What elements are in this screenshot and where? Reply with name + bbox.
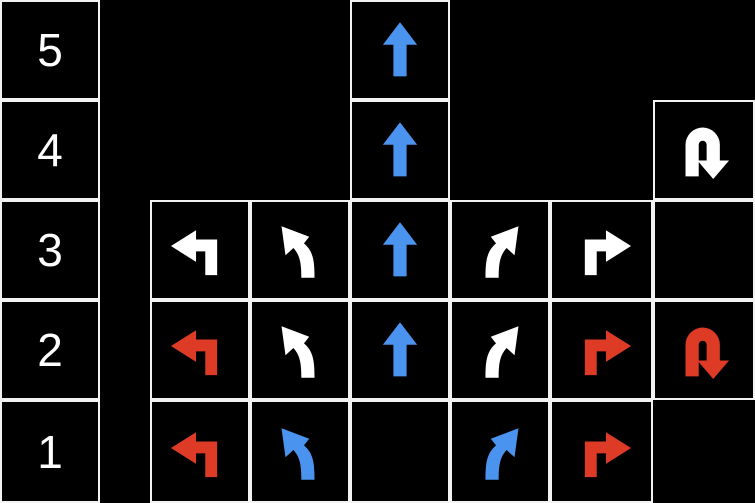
grid-cell-r2-c5[interactable] bbox=[550, 300, 653, 400]
arrow-slight-right-icon bbox=[467, 217, 533, 283]
grid-cell-r4-c6[interactable] bbox=[653, 100, 755, 200]
grid-cell-r3-c3[interactable] bbox=[350, 200, 450, 300]
arrow-straight-icon bbox=[367, 217, 433, 283]
grid-cell-r1-c1[interactable] bbox=[150, 400, 250, 503]
grid-cell-r3-c5[interactable] bbox=[550, 200, 653, 300]
arrow-slight-left-icon bbox=[267, 317, 333, 383]
arrow-straight-icon bbox=[367, 117, 433, 183]
grid-cell-r1-c2[interactable] bbox=[250, 400, 350, 503]
row-label-2: 2 bbox=[0, 300, 100, 400]
grid-cell-r2-c4[interactable] bbox=[450, 300, 550, 400]
grid-cell-r5-c3[interactable] bbox=[350, 0, 450, 100]
grid-cell-r3-c2[interactable] bbox=[250, 200, 350, 300]
grid-cell-r2-c1[interactable] bbox=[150, 300, 250, 400]
row-label-5: 5 bbox=[0, 0, 100, 100]
grid-cell-r1-c5[interactable] bbox=[550, 400, 653, 503]
grid-cell-r1-c4[interactable] bbox=[450, 400, 550, 503]
grid-cell-r1-c3[interactable] bbox=[350, 400, 450, 503]
arrow-sharp-left-icon bbox=[167, 419, 233, 485]
arrow-straight-icon bbox=[367, 317, 433, 383]
arrow-uturn-icon bbox=[671, 317, 737, 383]
arrow-slight-right-icon bbox=[467, 317, 533, 383]
grid-cell-r3-c4[interactable] bbox=[450, 200, 550, 300]
arrow-slight-left-icon bbox=[267, 217, 333, 283]
grid-cell-r3-c6[interactable] bbox=[653, 200, 755, 300]
grid-cell-r4-c3[interactable] bbox=[350, 100, 450, 200]
arrow-slight-left-icon bbox=[267, 419, 333, 485]
arrow-uturn-icon bbox=[671, 117, 737, 183]
grid-cell-r3-c1[interactable] bbox=[150, 200, 250, 300]
row-label-1: 1 bbox=[0, 400, 100, 503]
arrow-sharp-right-icon bbox=[569, 217, 635, 283]
grid-cell-r2-c6[interactable] bbox=[653, 300, 755, 400]
arrow-sharp-left-icon bbox=[167, 217, 233, 283]
arrow-slight-right-icon bbox=[467, 419, 533, 485]
row-label-4: 4 bbox=[0, 100, 100, 200]
row-label-3: 3 bbox=[0, 200, 100, 300]
arrow-straight-icon bbox=[367, 17, 433, 83]
arrow-sharp-right-icon bbox=[569, 317, 635, 383]
grid-cell-r2-c3[interactable] bbox=[350, 300, 450, 400]
grid-cell-r2-c2[interactable] bbox=[250, 300, 350, 400]
arrow-sharp-right-icon bbox=[569, 419, 635, 485]
arrow-sharp-left-icon bbox=[167, 317, 233, 383]
